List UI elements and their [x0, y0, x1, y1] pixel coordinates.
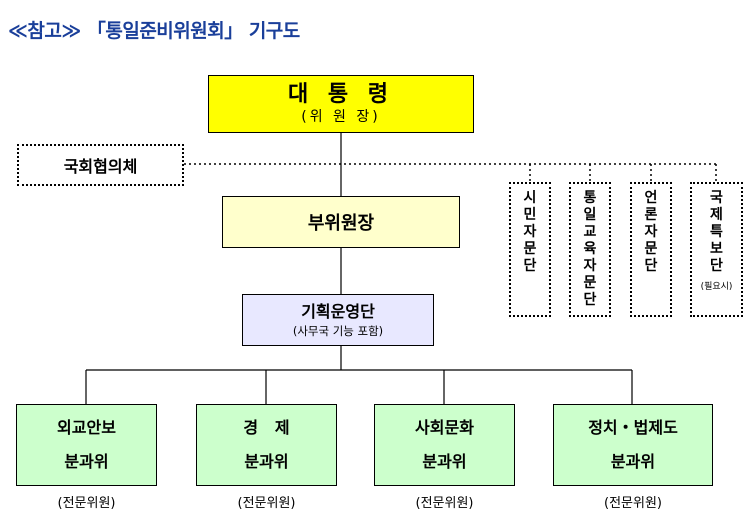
advisory-note: (필요시) [700, 282, 733, 292]
advisory-label: 시민자문단 [523, 190, 537, 274]
subcommittee-box-foreign-security: 외교안보 분과위 [16, 404, 157, 486]
advisory-label: 통일교육자문단 [583, 190, 597, 308]
subcommittee-title: 정치・법제도 [588, 418, 678, 437]
advisory-label: 언론자문단 [644, 190, 658, 274]
vice-chair-label: 부위원장 [307, 213, 375, 234]
subcommittee-type: 분과위 [64, 452, 109, 471]
subcommittee-box-politics-law: 정치・법제도 분과위 [553, 404, 713, 486]
subcommittee-title: 사회문화 [415, 418, 474, 437]
planning-sublabel: (사무국 기능 포함) [292, 324, 384, 338]
president-label: 대 통 령 [287, 82, 395, 107]
advisory-box-citizen: 시민자문단 [509, 182, 551, 317]
planning-office-box: 기획운영단 (사무국 기능 포함) [242, 294, 434, 346]
subcommittee-type: 분과위 [422, 452, 467, 471]
subcommittee-note: (전문위원) [604, 496, 662, 511]
subcommittee-title: 경 제 [243, 418, 290, 437]
page-title: ≪참고≫ 「통일준비위원회」 기구도 [8, 20, 300, 42]
president-box: 대 통 령 (위 원 장) [208, 75, 474, 133]
subcommittee-note: (전문위원) [57, 496, 116, 511]
advisory-box-press: 언론자문단 [630, 182, 672, 317]
subcommittee-type: 분과위 [610, 452, 656, 471]
vice-chair-box: 부위원장 [222, 196, 460, 248]
subcommittee-type: 분과위 [244, 452, 289, 471]
subcommittee-title: 외교안보 [57, 418, 116, 437]
subcommittee-note: (전문위원) [237, 496, 296, 511]
subcommittee-box-social-culture: 사회문화 분과위 [374, 404, 515, 486]
advisory-box-unification-education: 통일교육자문단 [569, 182, 611, 317]
advisory-label: 국제특보단 [710, 190, 723, 274]
advisory-box-international-envoy: 국제특보단 (필요시) [690, 182, 743, 317]
president-sublabel: (위 원 장) [301, 109, 381, 125]
subcommittee-note: (전문위원) [415, 496, 474, 511]
council-label: 국회협의체 [63, 157, 138, 176]
planning-label: 기획운영단 [301, 302, 375, 321]
national-assembly-council-box: 국회협의체 [17, 144, 184, 186]
subcommittee-box-economy: 경 제 분과위 [196, 404, 337, 486]
